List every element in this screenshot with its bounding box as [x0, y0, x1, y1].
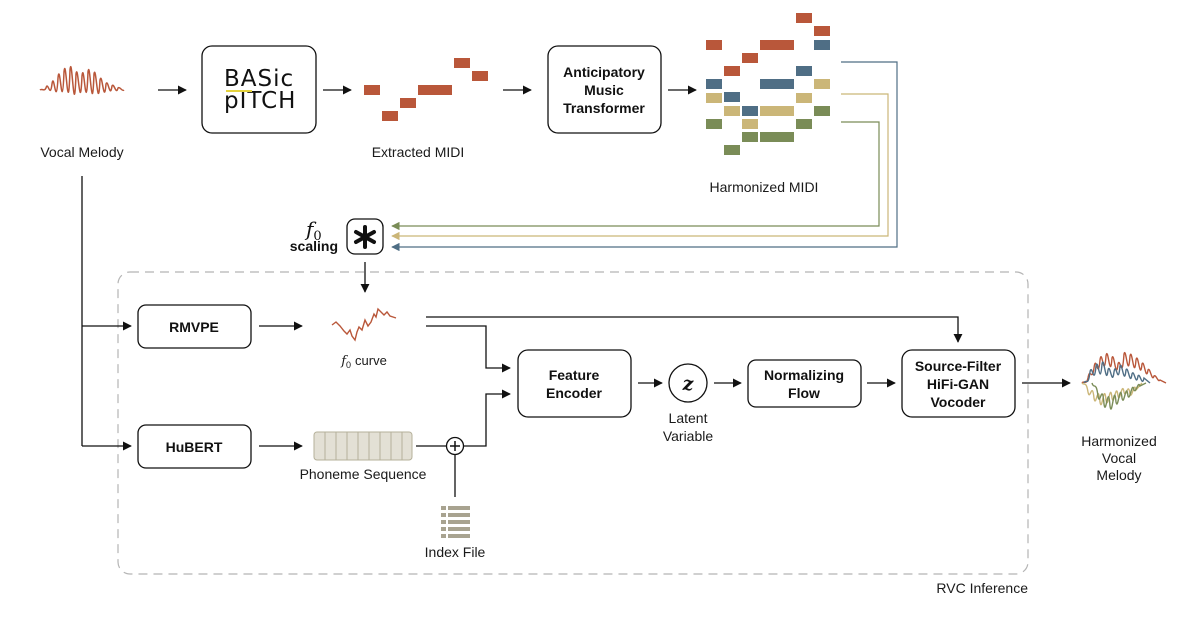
rvc-inference-label: RVC Inference [936, 580, 1028, 596]
basic-pitch-box [201, 45, 317, 134]
latent-variable-label-line2: Variable [663, 428, 714, 444]
rvc-inference-region [117, 271, 1029, 575]
vocal-melody-label: Vocal Melody [40, 144, 123, 160]
index-file-icon [441, 506, 470, 538]
normalizing-flow-line1: Normalizing [764, 367, 844, 383]
amt-label-line2: Music [584, 82, 624, 98]
latent-variable-label-line1: Latent [669, 410, 708, 426]
harmonized-midi-roll [706, 13, 830, 155]
latent-variable-symbol: z [682, 373, 695, 395]
phoneme-sequence-label: Phoneme Sequence [300, 466, 427, 482]
feedback-line-tan [391, 93, 889, 241]
f0-curve-plot [331, 307, 397, 342]
vocoder-box [901, 349, 1016, 418]
arrow-sum-to-encoder [464, 389, 511, 447]
convolution-asterisk-icon [354, 225, 376, 249]
amt-label-line3: Transformer [563, 100, 645, 116]
hubert-label: HuBERT [166, 439, 223, 455]
feature-encoder-line2: Encoder [546, 385, 603, 401]
feature-encoder-box [517, 349, 632, 418]
rmvpe-box [137, 304, 252, 349]
feature-encoder-line1: Feature [549, 367, 600, 383]
hubert-box [137, 424, 252, 469]
harmonized-vocal-melody-line1: Harmonized [1081, 433, 1156, 449]
index-file-label: Index File [425, 544, 486, 560]
normalizing-flow-line2: Flow [788, 385, 820, 401]
feedback-line-green [391, 121, 880, 231]
waveform-icon [1081, 351, 1167, 410]
amt-label-line1: Anticipatory [563, 64, 645, 80]
basic-pitch-logo-line2: pITCH [224, 88, 296, 114]
vocoder-line2: HiFi-GAN [927, 376, 989, 392]
vocoder-line3: Vocoder [931, 394, 987, 410]
basic-pitch-logo-line1: BASic [224, 66, 294, 92]
harmonized-vocal-melody-line3: Melody [1096, 467, 1141, 483]
normalizing-flow-box [747, 359, 862, 408]
arrow-curve-to-encoder [426, 325, 511, 373]
waveform-icon [39, 66, 125, 95]
rmvpe-label: RMVPE [169, 319, 219, 335]
f0-scaling-label: scaling [290, 238, 338, 254]
harmonized-midi-label: Harmonized MIDI [710, 179, 819, 195]
extracted-midi-roll [364, 58, 488, 121]
anticipatory-music-transformer-box [547, 45, 662, 134]
feedback-line-blue [391, 61, 898, 252]
harmonized-vocal-melody-line2: Vocal [1102, 450, 1136, 466]
vocoder-line1: Source-Filter [915, 358, 1002, 374]
latent-variable-node [668, 363, 708, 403]
extracted-midi-label: Extracted MIDI [372, 144, 465, 160]
phoneme-sequence-bar [313, 431, 413, 461]
arrow-curve-to-vocoder [426, 316, 963, 343]
